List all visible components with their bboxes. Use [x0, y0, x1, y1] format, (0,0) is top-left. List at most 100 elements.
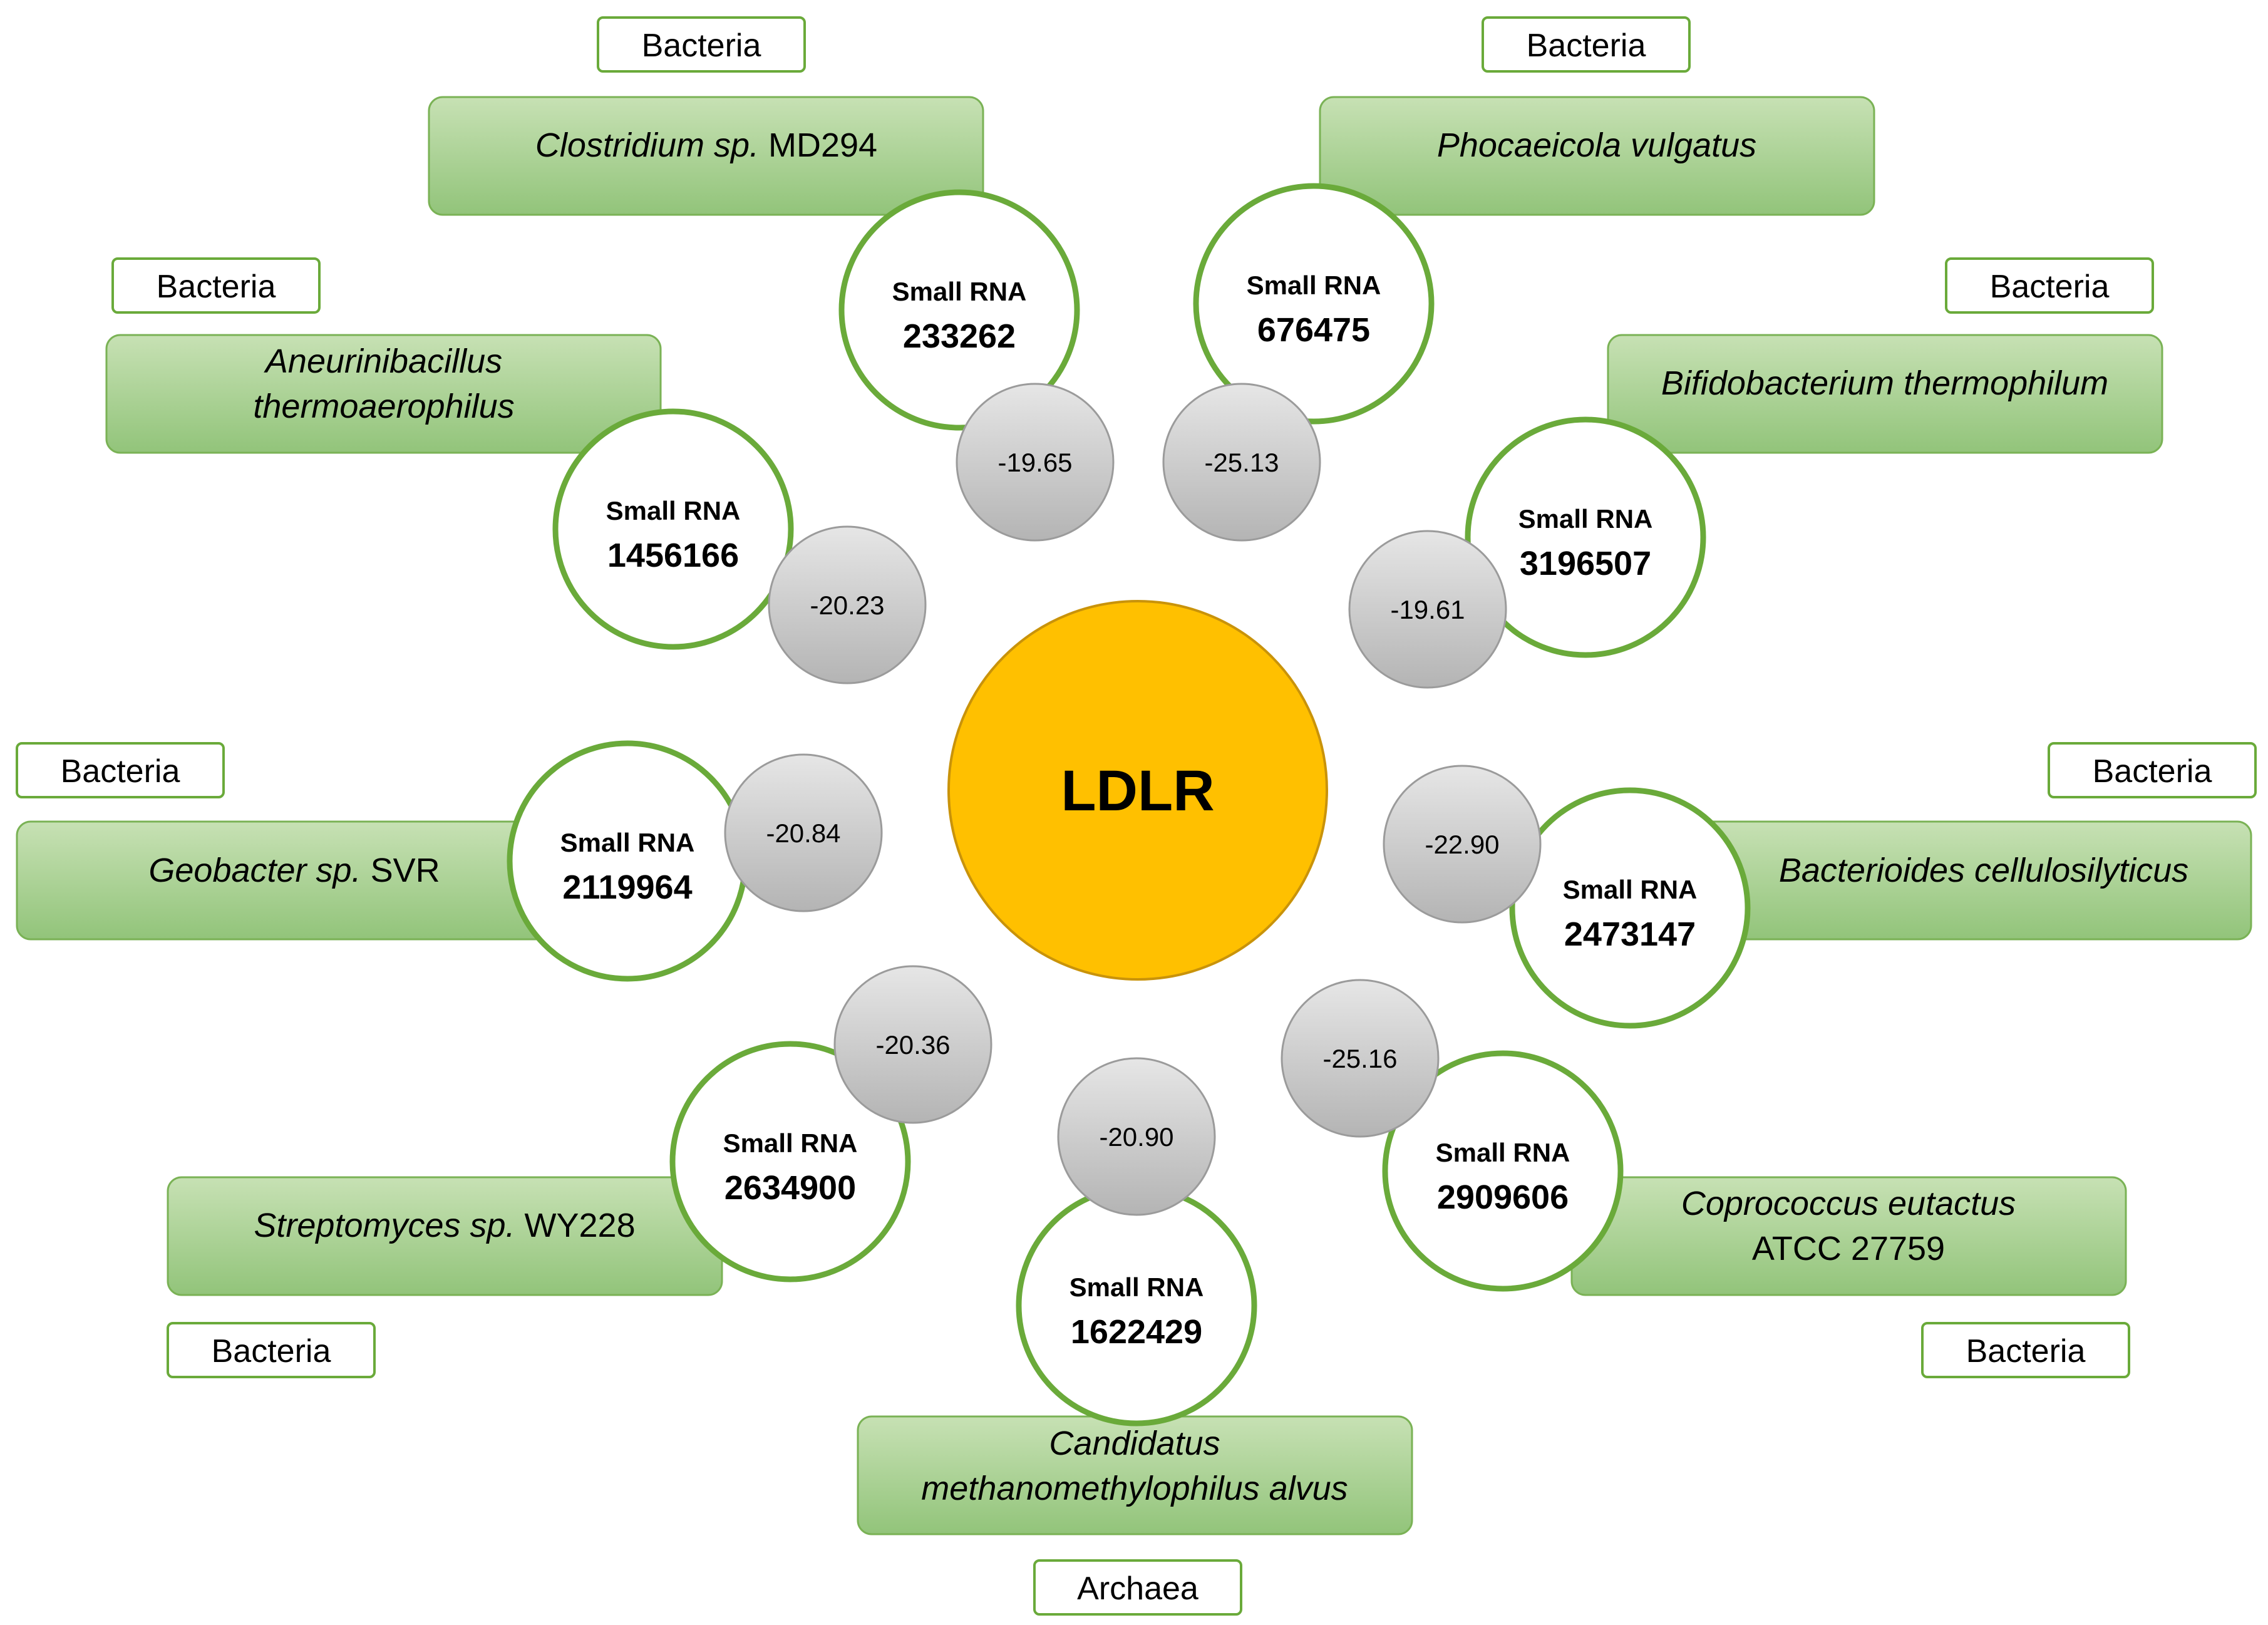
binding-score-node: -25.13: [1162, 383, 1321, 542]
species-name-line: Bacterioides cellulosilyticus: [1779, 852, 2188, 889]
species-name-italic: Streptomyces sp.: [254, 1207, 515, 1244]
domain-label-box: Bacteria: [111, 257, 321, 314]
species-box: Bifidobacterium thermophilum: [1607, 334, 2163, 454]
species-name-italic: Geobacter sp.: [148, 852, 361, 889]
binding-score-circle: [1162, 383, 1321, 542]
binding-score-node: -25.16: [1281, 979, 1440, 1138]
binding-score-node: -19.61: [1348, 530, 1507, 689]
binding-score-value: -20.90: [1099, 1122, 1173, 1152]
species-name-roman: WY228: [515, 1207, 636, 1244]
domain-label: Bacteria: [1966, 1333, 2086, 1370]
small-rna-circle: [1382, 1050, 1624, 1292]
binding-score-node: -20.90: [1057, 1057, 1216, 1216]
small-rna-id: 2119964: [562, 869, 692, 906]
small-rna-id: 1456166: [607, 537, 739, 574]
domain-label: Bacteria: [642, 28, 761, 64]
binding-score-node: -20.84: [724, 753, 883, 912]
species-name-line: Bifidobacterium thermophilum: [1661, 364, 2108, 402]
binding-score-circle: [768, 525, 927, 684]
species-box-background: [1319, 96, 1875, 216]
ldlr-center-circle: [947, 600, 1328, 981]
species-name-line: Candidatus: [1049, 1425, 1220, 1462]
binding-score-value: -25.16: [1322, 1044, 1397, 1073]
domain-box-border: [16, 742, 225, 798]
small-rna-label: Small RNA: [1563, 875, 1698, 904]
species-name-italic: Bifidobacterium thermophilum: [1661, 364, 2108, 402]
domain-box-border: [167, 1322, 376, 1378]
small-rna-circle: [1193, 183, 1435, 425]
small-rna-circle: [1509, 787, 1751, 1029]
species-box: Clostridium sp. MD294: [428, 96, 984, 216]
domain-box-border: [1033, 1559, 1242, 1616]
domain-label: Bacteria: [1527, 28, 1646, 64]
binding-score-node: -20.23: [768, 525, 927, 684]
binding-score-circle: [956, 383, 1115, 542]
species-layer: Clostridium sp. MD294 Phocaeicola vulgatu…: [16, 96, 2252, 1535]
binding-score-value: -20.36: [875, 1030, 950, 1060]
domain-box-border: [111, 257, 321, 314]
domain-label: Bacteria: [61, 753, 180, 790]
species-box: Phocaeicola vulgatus: [1319, 96, 1875, 216]
center-layer: LDLR: [947, 600, 1328, 981]
domain-label: Archaea: [1077, 1571, 1198, 1607]
domain-label: Bacteria: [212, 1333, 331, 1370]
small-rna-label: Small RNA: [1247, 271, 1381, 300]
binding-score-node: -22.90: [1383, 765, 1542, 924]
species-name-roman: MD294: [759, 126, 877, 164]
domain-box-border: [2048, 742, 2257, 798]
species-box: Streptomyces sp. WY228: [167, 1176, 723, 1296]
species-box-background: [1607, 334, 2163, 454]
binding-score-circle: [1281, 979, 1440, 1138]
domain-label: Bacteria: [2093, 753, 2212, 790]
species-box-background: [105, 334, 662, 454]
species-box: Candidatus methanomethylophilus alvus: [857, 1415, 1413, 1535]
domain-box-border: [1482, 16, 1691, 73]
domain-label-box: Bacteria: [1945, 257, 2154, 314]
domain-label-box: Bacteria: [16, 742, 225, 798]
small-rna-label: Small RNA: [723, 1128, 858, 1158]
domain-label-box: Bacteria: [167, 1322, 376, 1378]
species-name-line: Phocaeicola vulgatus: [1437, 126, 1756, 164]
binding-score-circle: [833, 965, 992, 1124]
species-name-roman: ATCC 27759: [1752, 1230, 1945, 1267]
small-rna-id: 233262: [903, 317, 1016, 355]
domain-label-box: Bacteria: [1921, 1322, 2130, 1378]
small-rna-id: 3196507: [1520, 545, 1651, 582]
binding-score-circle: [1383, 765, 1542, 924]
binding-score-circle: [724, 753, 883, 912]
species-name-italic: methanomethylophilus alvus: [921, 1470, 1348, 1507]
domain-label-box: Bacteria: [2048, 742, 2257, 798]
species-name-line: thermoaerophilus: [253, 388, 514, 425]
small-rna-circle: [507, 740, 748, 982]
score-layer: -19.65 -25.13 -20.23 -19.61 -20.84 -22.90 -20.…: [724, 383, 1542, 1216]
small-rna-id: 2634900: [724, 1169, 856, 1207]
domain-box-border: [1921, 1322, 2130, 1378]
species-name-line: Geobacter sp. SVR: [148, 852, 440, 889]
binding-score-circle: [1057, 1057, 1216, 1216]
small-rna-node: Small RNA 2634900: [669, 1041, 911, 1282]
species-name-line: methanomethylophilus alvus: [921, 1470, 1348, 1507]
binding-score-value: -20.23: [810, 591, 884, 620]
binding-score-node: -19.65: [956, 383, 1115, 542]
species-name-roman: SVR: [361, 852, 440, 889]
small-rna-circle: [669, 1041, 911, 1282]
species-name-italic: Bacterioides cellulosilyticus: [1779, 852, 2188, 889]
domain-label: Bacteria: [157, 269, 276, 305]
small-rna-id: 2909606: [1437, 1179, 1569, 1216]
binding-score-circle: [1348, 530, 1507, 689]
binding-score-value: -20.84: [766, 818, 840, 848]
domain-label-box: Archaea: [1033, 1559, 1242, 1616]
species-box: Geobacter sp. SVR: [16, 820, 572, 941]
species-name-italic: thermoaerophilus: [253, 388, 514, 425]
species-name-line: Coprococcus eutactus: [1681, 1185, 2016, 1222]
domain-box-border: [1945, 257, 2154, 314]
